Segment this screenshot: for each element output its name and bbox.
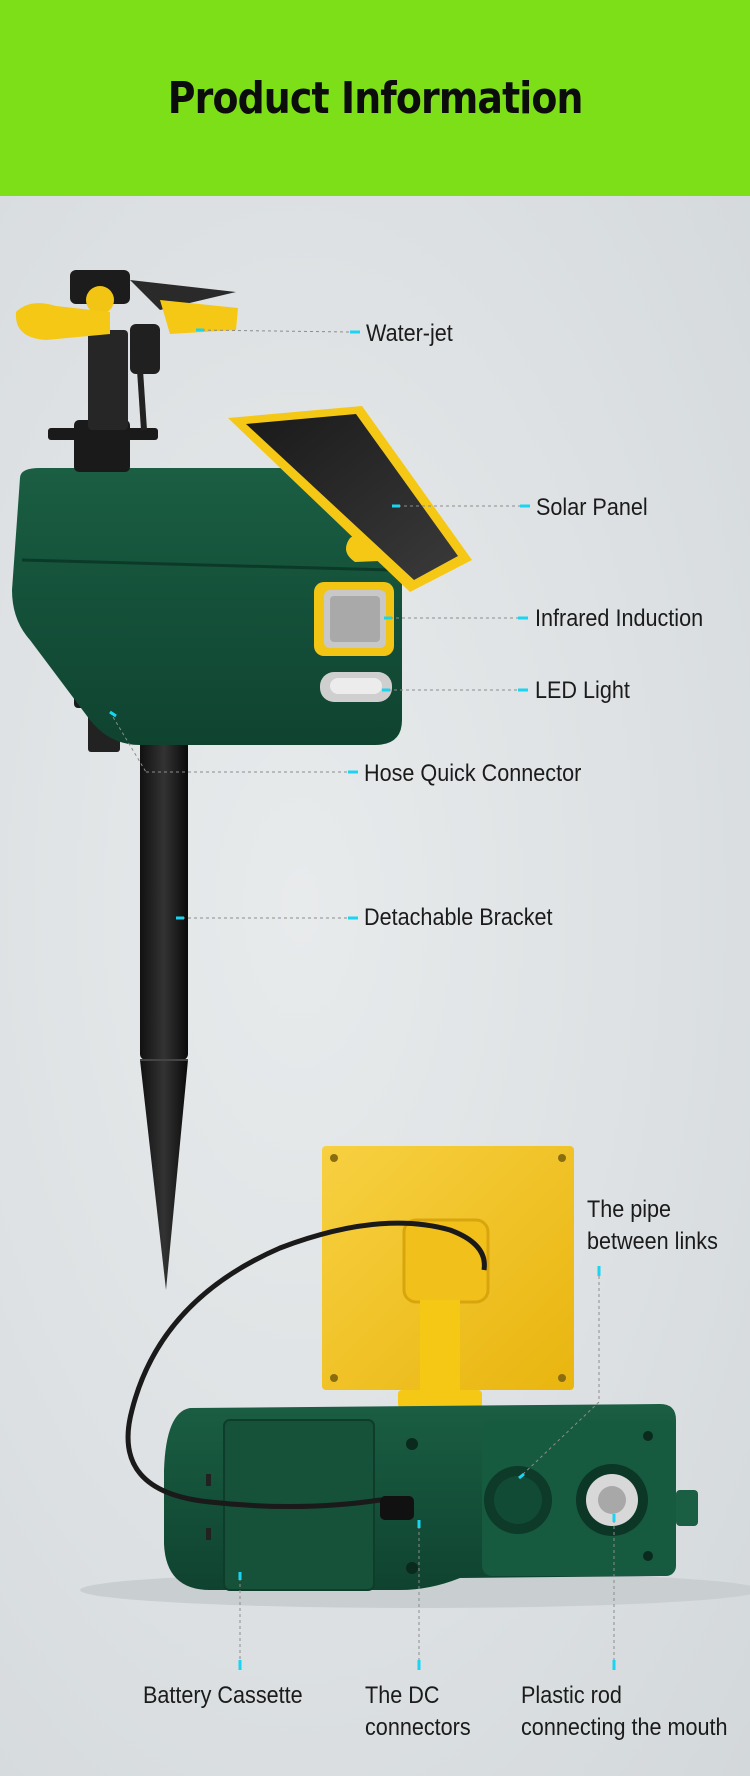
label-pipe-line2: between links (587, 1228, 718, 1255)
label-rod-line2: connecting the mouth (521, 1714, 728, 1741)
solar-panel-back (322, 1146, 574, 1408)
label-pipe-line1: The pipe (587, 1196, 672, 1223)
label-detachable-bracket: Detachable Bracket (364, 904, 553, 931)
sprinkler-head (15, 270, 238, 472)
dc-cable (125, 1220, 487, 1513)
label-led-light: LED Light (535, 677, 630, 704)
leader-lines (109, 329, 615, 1668)
leader-markers (109, 328, 616, 1670)
solar-panel (228, 406, 472, 592)
label-infrared-induction: Infrared Induction (535, 605, 704, 632)
page-title: Product Information (167, 72, 584, 124)
bottom-body (164, 1404, 698, 1591)
label-hose-quick-connector: Hose Quick Connector (364, 760, 582, 787)
main-body (12, 468, 412, 745)
label-solar-panel: Solar Panel (536, 494, 648, 521)
label-battery-cassette: Battery Cassette (143, 1682, 303, 1709)
label-water-jet: Water-jet (366, 320, 453, 347)
label-dc-line2: connectors (365, 1714, 471, 1741)
header-banner: Product Information (0, 0, 750, 196)
stake (140, 720, 188, 1290)
label-rod-line1: Plastic rod (521, 1682, 622, 1709)
label-dc-line1: The DC (365, 1682, 440, 1709)
